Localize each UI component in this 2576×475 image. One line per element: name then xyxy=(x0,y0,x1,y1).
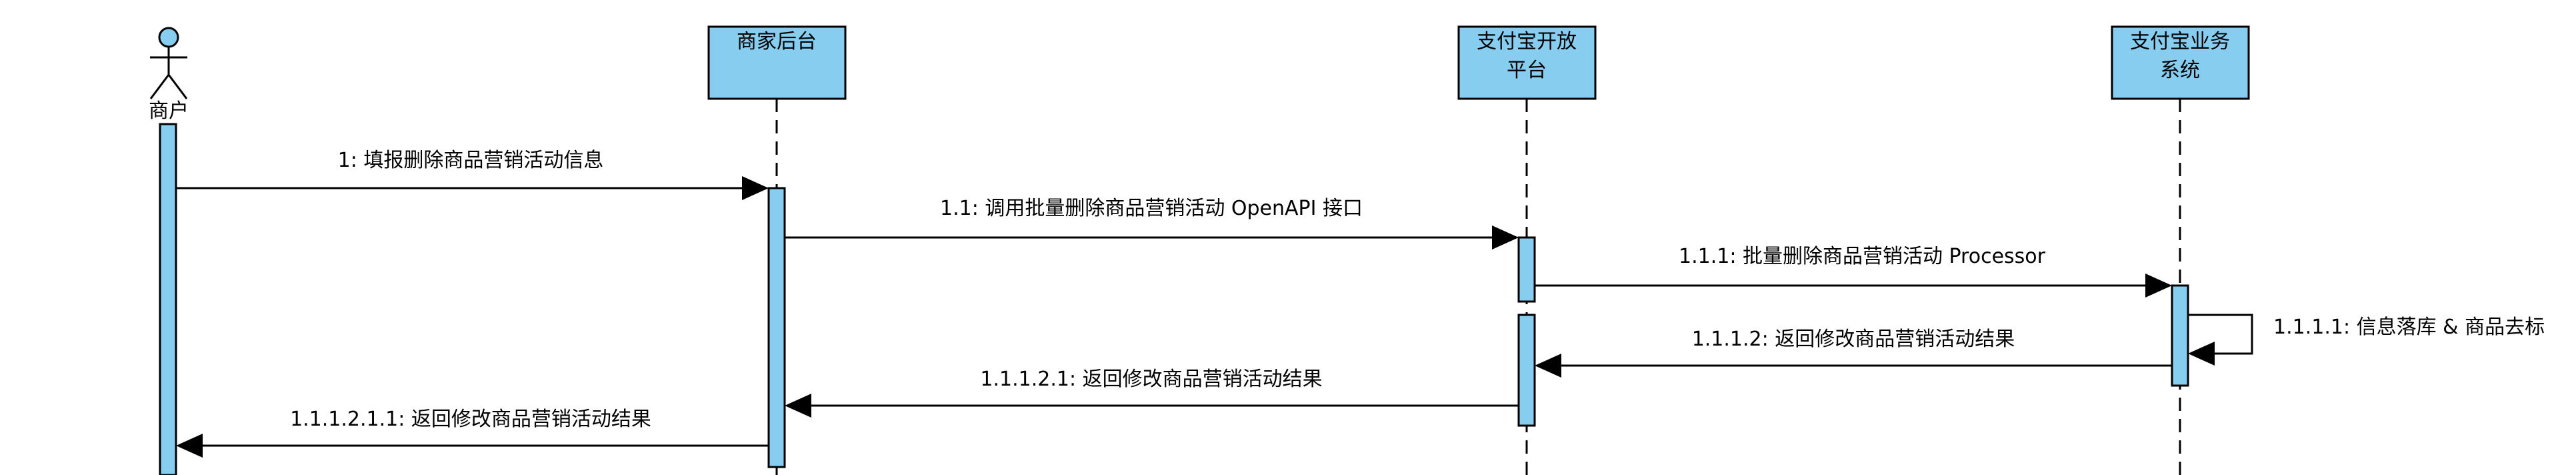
message-1-1-1-1-self-call: 1.1.1.1: 信息落库 & 商品去标 xyxy=(2188,314,2545,366)
actor-left-leg xyxy=(149,74,170,99)
actor-right-leg xyxy=(167,74,188,99)
arrowhead-icon xyxy=(1492,225,1519,250)
arrowhead-icon xyxy=(785,394,811,418)
arrowhead-icon xyxy=(2188,342,2215,366)
participant-merchant-backend: 商家后台 xyxy=(707,25,847,100)
actor-head xyxy=(158,27,179,48)
message-label: 1.1: 调用批量删除商品营销活动 OpenAPI 接口 xyxy=(940,197,1363,220)
actor-label: 商户 xyxy=(149,99,189,123)
participant-box xyxy=(707,25,847,100)
activation-bar-merchant xyxy=(159,123,177,475)
activation-bar-business-system xyxy=(2171,284,2189,387)
message-label: 1.1.1.2: 返回修改商品营销活动结果 xyxy=(1692,328,2015,351)
participant-open-platform: 支付宝开放 平台 xyxy=(1457,25,1597,100)
activation-bar-open-platform-1 xyxy=(1517,236,1536,303)
participant-box xyxy=(2111,25,2250,100)
message-label: 1.1.1: 批量删除商品营销活动 Processor xyxy=(1679,245,2046,268)
self-call-line xyxy=(2188,314,2253,355)
message-label: 1: 填报删除商品营销活动信息 xyxy=(338,149,604,172)
participant-label-line1: 支付宝业务 xyxy=(2130,30,2230,53)
arrowhead-icon xyxy=(742,176,769,200)
participant-business-system: 支付宝业务 系统 xyxy=(2111,25,2250,100)
message-label: 1.1.1.2.1.1: 返回修改商品营销活动结果 xyxy=(290,408,651,431)
activation-bar-open-platform-2 xyxy=(1517,314,1536,427)
arrowhead-icon xyxy=(2145,274,2172,298)
arrowhead-icon xyxy=(176,434,203,458)
participant-label: 商家后台 xyxy=(737,30,817,53)
message-label: 1.1.1.1: 信息落库 & 商品去标 xyxy=(2273,316,2545,339)
message-1-1-1-2-1-1: 1.1.1.2.1.1: 返回修改商品营销活动结果 xyxy=(176,408,769,458)
actor-merchant: 商户 xyxy=(149,27,189,123)
participant-label-line2: 系统 xyxy=(2160,59,2200,82)
message-1-1-1-2: 1.1.1.2: 返回修改商品营销活动结果 xyxy=(1535,328,2172,378)
participant-label-line1: 支付宝开放 xyxy=(1477,30,1577,53)
message-label: 1.1.1.2.1: 返回修改商品营销活动结果 xyxy=(980,368,1322,391)
participant-label-line2: 平台 xyxy=(1507,59,1547,82)
activation-bar-merchant-backend xyxy=(767,187,786,468)
message-1: 1: 填报删除商品营销活动信息 xyxy=(176,149,769,200)
message-1-1: 1.1: 调用批量删除商品营销活动 OpenAPI 接口 xyxy=(785,197,1519,250)
message-1-1-1: 1.1.1: 批量删除商品营销活动 Processor xyxy=(1535,245,2172,298)
message-1-1-1-2-1: 1.1.1.2.1: 返回修改商品营销活动结果 xyxy=(785,368,1519,418)
participant-box xyxy=(1457,25,1597,100)
arrowhead-icon xyxy=(1535,354,1561,378)
